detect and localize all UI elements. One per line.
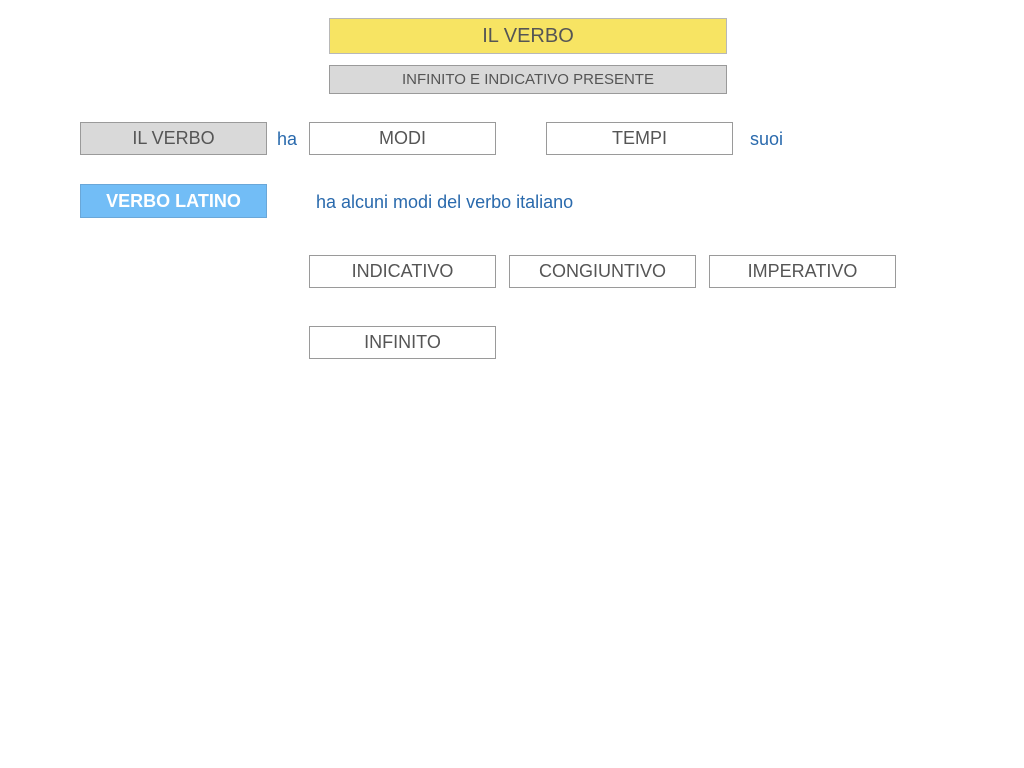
verbo-latino-box: VERBO LATINO — [80, 184, 267, 218]
infinito-box: INFINITO — [309, 326, 496, 359]
imperativo-box: IMPERATIVO — [709, 255, 896, 288]
verbo-box: IL VERBO — [80, 122, 267, 155]
latin-modes-label: ha alcuni modi del verbo italiano — [316, 192, 574, 212]
ha-label: ha — [277, 129, 298, 149]
tempi-box: TEMPI — [546, 122, 733, 155]
page-title: IL VERBO — [329, 18, 727, 54]
page-subtitle: INFINITO E INDICATIVO PRESENTE — [329, 65, 727, 94]
indicativo-box: INDICATIVO — [309, 255, 496, 288]
congiuntivo-box: CONGIUNTIVO — [509, 255, 696, 288]
suoi-label: suoi — [750, 129, 784, 149]
modi-box: MODI — [309, 122, 496, 155]
